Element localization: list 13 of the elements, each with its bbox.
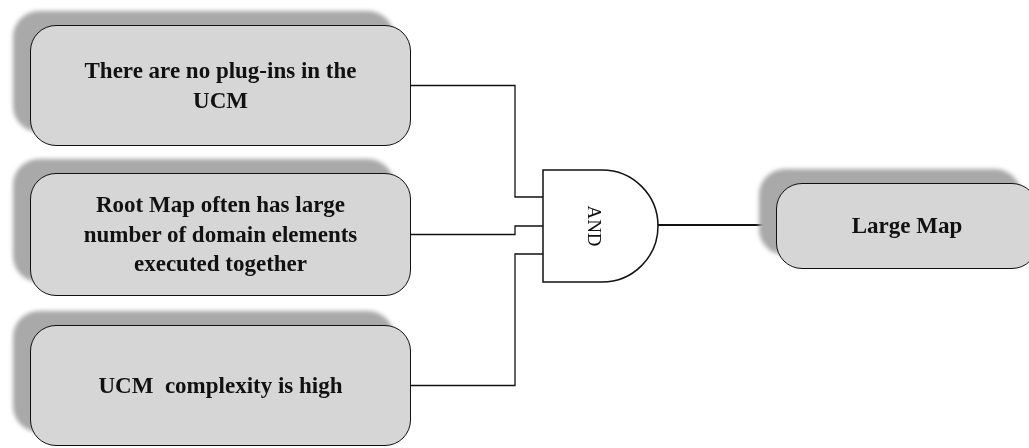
rounded-box	[30, 173, 411, 296]
connector-line	[410, 253, 544, 387]
box-text: Root Map often has large number of domain elements executed together	[82, 190, 359, 279]
box-text: There are no plug-ins in the UCM	[83, 56, 358, 115]
connector-line	[410, 84, 544, 198]
rounded-box	[30, 25, 411, 146]
gate-label: AND	[582, 205, 605, 247]
box-text: Large Map	[851, 212, 963, 241]
box-text: UCM complexity is high	[98, 371, 343, 400]
rounded-box	[30, 325, 411, 446]
rounded-box	[776, 183, 1029, 269]
connector-line	[658, 223, 776, 227]
connector-line	[410, 225, 544, 236]
